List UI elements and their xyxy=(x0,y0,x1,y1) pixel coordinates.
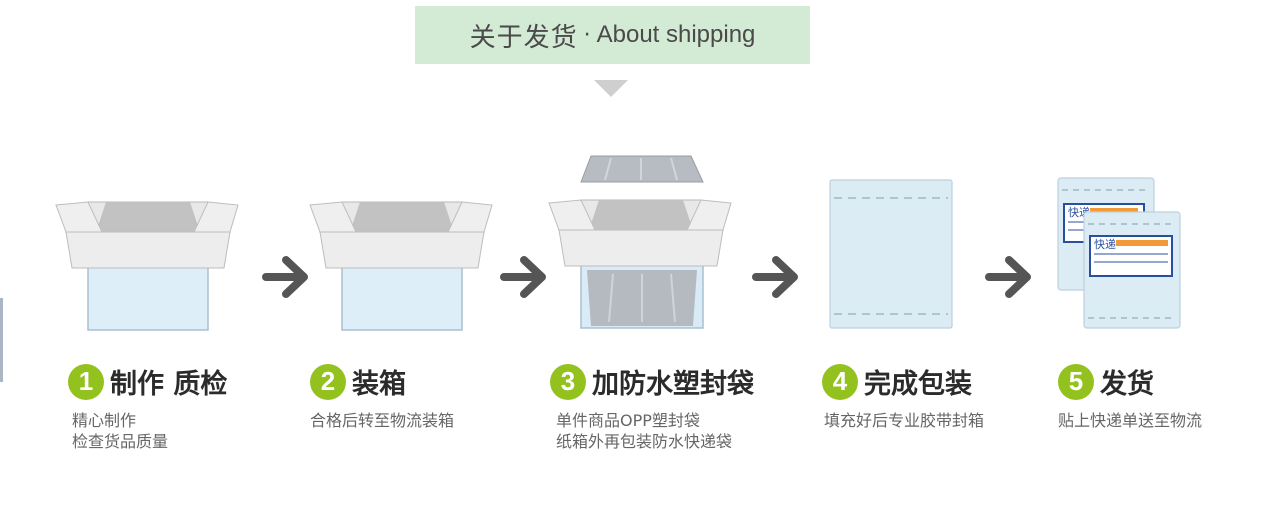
section-banner: 关于发货 · About shipping xyxy=(415,6,810,64)
step-3-title: 3 加防水塑封袋 xyxy=(550,362,754,401)
step-2-title: 2 装箱 xyxy=(310,362,406,401)
shipping-package-icon: 快递 快递 xyxy=(1057,177,1181,329)
step-1-desc-line-2: 检查货品质量 xyxy=(72,432,169,451)
step-2-description: 合格后转至物流装箱 xyxy=(310,410,454,431)
step-5-title-text: 发货 xyxy=(1100,369,1154,400)
arrow-right-icon xyxy=(985,256,1031,298)
step-4-title-text: 完成包装 xyxy=(864,369,972,400)
step-5-number-badge: 5 xyxy=(1058,363,1094,400)
packing-box-icon xyxy=(309,201,493,331)
arrow-right-icon xyxy=(500,256,546,298)
step-5-desc-line-1: 贴上快递单送至物流 xyxy=(1058,411,1203,430)
step-3-desc-line-1: 单件商品OPP塑封袋 xyxy=(556,411,700,430)
step-2-number-badge: 2 xyxy=(310,363,346,400)
banner-title-en: About shipping xyxy=(596,21,756,48)
step-1-desc-line-1: 精心制作 xyxy=(72,411,137,430)
step-3-desc-line-2: 纸箱外再包装防水快递袋 xyxy=(556,432,733,451)
step-4-number-badge: 4 xyxy=(822,363,858,400)
step-4-title: 4 完成包装 xyxy=(822,362,972,401)
waterproof-bag-box-icon xyxy=(548,155,732,329)
open-box-icon xyxy=(55,201,239,331)
step-1-title: 1 制作 质检 xyxy=(68,362,227,401)
left-edge-mark xyxy=(0,298,3,382)
step-5-description: 贴上快递单送至物流 xyxy=(1058,410,1202,431)
banner-separator: · xyxy=(583,22,591,48)
step-4-desc-line-1: 填充好后专业胶带封箱 xyxy=(824,411,985,430)
step-1-number-badge: 1 xyxy=(68,363,104,400)
step-5-title: 5 发货 xyxy=(1058,362,1154,401)
banner-pointer-icon xyxy=(594,80,628,97)
label-text-front: 快递 xyxy=(1094,237,1116,251)
step-4-description: 填充好后专业胶带封箱 xyxy=(824,410,984,431)
step-3-number-badge: 3 xyxy=(550,363,586,400)
step-2-desc-line-1: 合格后转至物流装箱 xyxy=(310,411,455,430)
banner-title-zh: 关于发货 xyxy=(469,22,578,53)
step-3-title-text: 加防水塑封袋 xyxy=(592,369,754,400)
arrow-right-icon xyxy=(752,256,798,298)
step-2-title-text: 装箱 xyxy=(352,369,406,400)
step-1-description: 精心制作 检查货品质量 xyxy=(72,410,168,452)
sealed-package-icon xyxy=(829,179,953,329)
step-3-description: 单件商品OPP塑封袋 纸箱外再包装防水快递袋 xyxy=(556,410,732,452)
step-1-title-text: 制作 质检 xyxy=(110,369,228,400)
arrow-right-icon xyxy=(262,256,308,298)
